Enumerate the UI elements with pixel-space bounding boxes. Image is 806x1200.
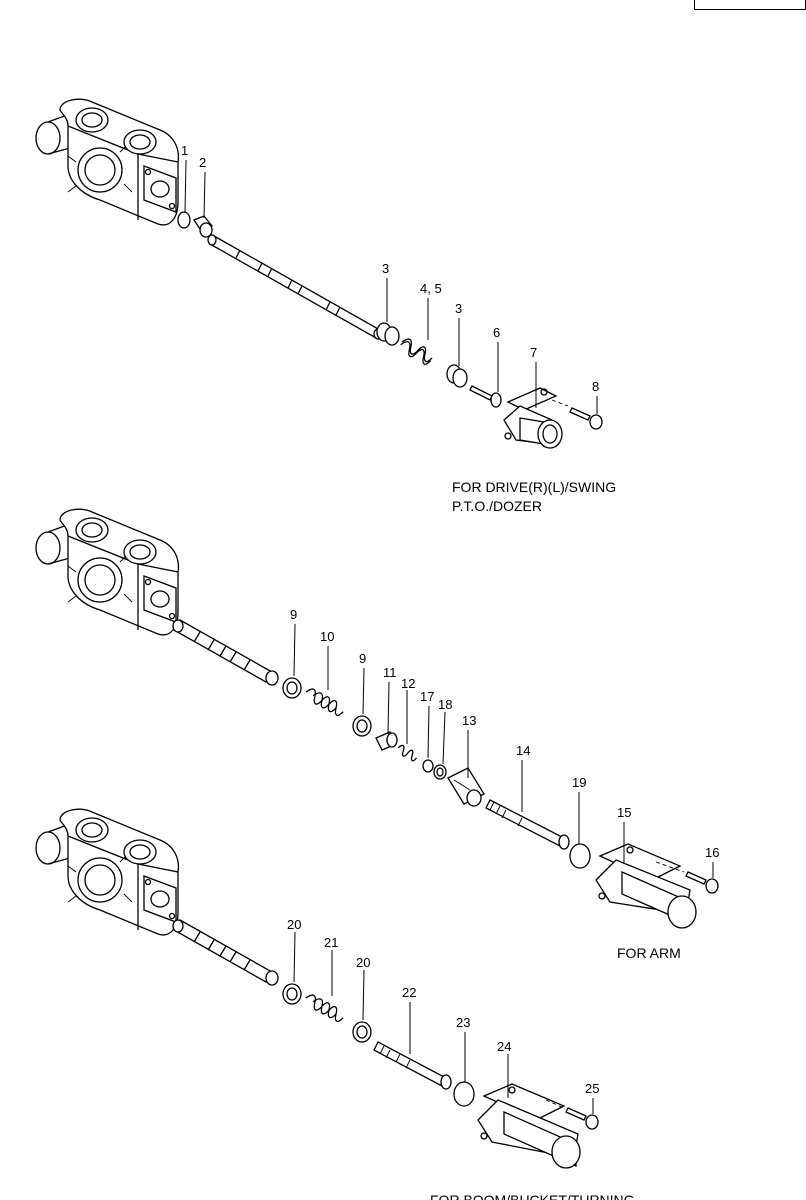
part-label-23: 23 <box>456 1015 470 1030</box>
part-18-ring <box>433 764 447 780</box>
part-label-11: 11 <box>383 665 397 680</box>
part-label-10: 10 <box>320 629 334 644</box>
part-1-o-ring <box>177 211 191 229</box>
part-label-25: 25 <box>585 1081 599 1096</box>
part-label-15: 15 <box>617 805 631 820</box>
part-label-4-5: 4, 5 <box>420 281 442 296</box>
part-label-2: 2 <box>199 155 206 170</box>
part-11-piston <box>375 731 398 751</box>
spool-3 <box>172 919 279 986</box>
part-6-bolt <box>469 385 502 408</box>
valve-body-1 <box>35 98 180 226</box>
section-drive-swing: 1 2 3 4, 5 <box>35 98 616 514</box>
part-3-seat-b <box>446 364 468 388</box>
part-14-plunger <box>485 799 570 850</box>
section-label-drive-swing: FOR DRIVE(R)(L)/SWING <box>452 479 616 495</box>
valve-body-2 <box>35 508 180 636</box>
part-16-screw <box>655 861 719 894</box>
part-label-20b: 20 <box>356 955 370 970</box>
spool-1 <box>207 234 383 340</box>
part-15-cover <box>595 843 697 929</box>
part-12-spring <box>397 744 418 762</box>
part-24-cover <box>477 1083 581 1169</box>
part-label-3a: 3 <box>382 261 389 276</box>
part-4-5-spring <box>397 336 436 367</box>
valve-body-3 <box>35 808 180 936</box>
part-label-9a: 9 <box>290 607 297 622</box>
part-label-8: 8 <box>592 379 599 394</box>
part-label-13: 13 <box>462 713 476 728</box>
part-9-washer-a <box>282 677 302 699</box>
section-label-boom-bucket: FOR BOOM/BUCKET/TURNING <box>430 1192 635 1200</box>
part-25-screw <box>545 1099 599 1130</box>
spool-2 <box>172 619 279 686</box>
part-label-3b: 3 <box>455 301 462 316</box>
section-boom-bucket: 20 21 20 22 23 24 <box>35 808 635 1200</box>
section-label-pto-dozer: P.T.O./DOZER <box>452 498 542 514</box>
section-label-arm: FOR ARM <box>617 945 681 961</box>
part-label-6: 6 <box>493 325 500 340</box>
section-arm: 9 10 9 11 12 17 18 <box>35 508 719 961</box>
part-label-7: 7 <box>530 345 537 360</box>
part-20-washer-a <box>282 983 302 1005</box>
part-13-sleeve <box>447 767 485 807</box>
part-9-washer-b <box>352 715 372 737</box>
part-label-19: 19 <box>572 775 586 790</box>
part-2-plug <box>193 215 213 238</box>
part-7-cap <box>503 387 563 449</box>
part-20-washer-b <box>352 1021 372 1043</box>
part-19-o-ring <box>569 843 591 869</box>
part-21-spring <box>302 992 347 1024</box>
part-label-1: 1 <box>181 143 188 158</box>
part-10-spring <box>302 686 347 718</box>
part-17-ring <box>422 759 434 773</box>
part-label-24: 24 <box>497 1039 511 1054</box>
part-label-16: 16 <box>705 845 719 860</box>
part-label-22: 22 <box>402 985 416 1000</box>
part-label-20a: 20 <box>287 917 301 932</box>
part-label-14: 14 <box>516 743 530 758</box>
part-8-screw <box>551 399 603 430</box>
part-label-18: 18 <box>438 697 452 712</box>
part-label-21: 21 <box>324 935 338 950</box>
part-label-12: 12 <box>401 676 415 691</box>
part-22-plunger <box>373 1041 452 1090</box>
part-23-o-ring <box>453 1081 475 1107</box>
part-3-seat-a <box>376 322 400 346</box>
part-label-17: 17 <box>420 689 434 704</box>
part-label-9b: 9 <box>359 651 366 666</box>
